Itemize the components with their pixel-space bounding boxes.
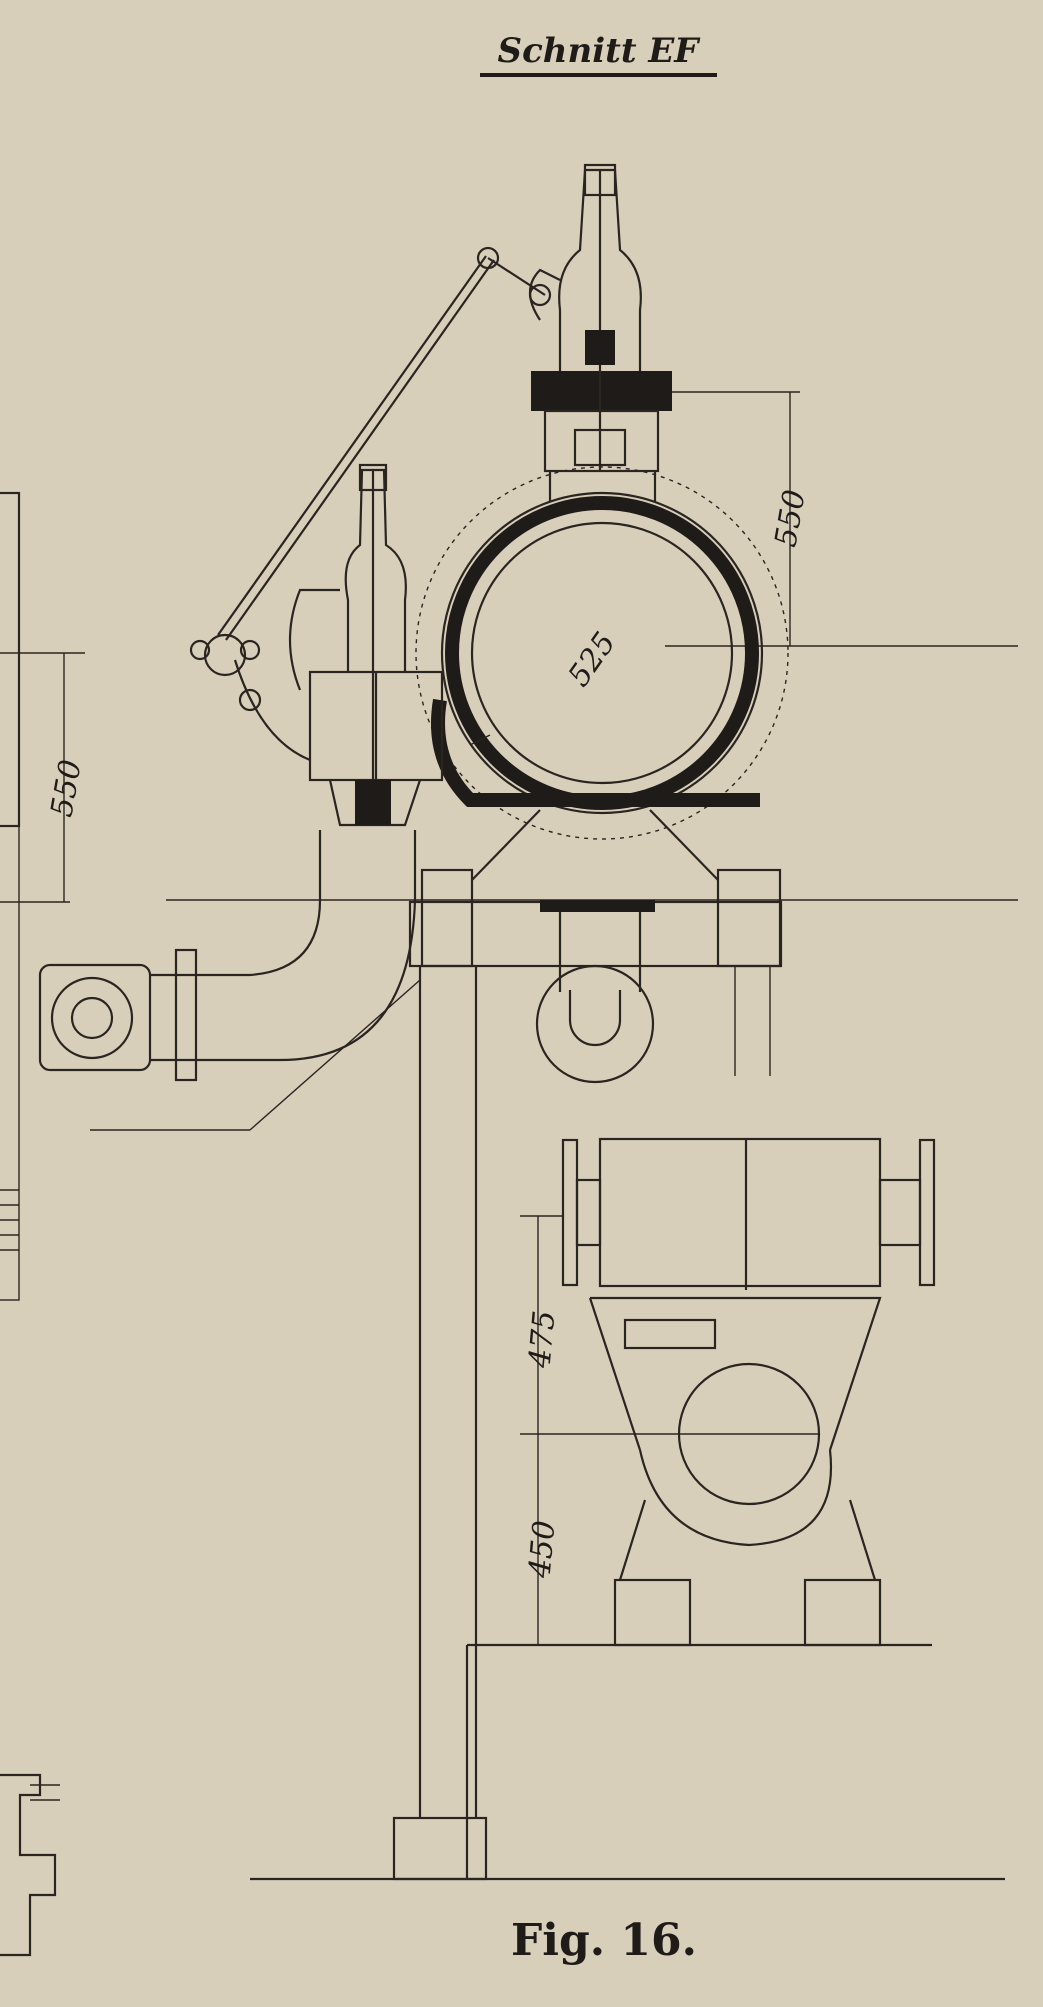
upper-valve — [528, 163, 672, 501]
main-cylinder: 525 — [415, 466, 789, 840]
cylinder-base — [408, 809, 783, 1084]
dimension-label: 475 — [523, 1309, 563, 1370]
pipe-elbow — [38, 830, 421, 1131]
dimension-left: 550 — [0, 653, 89, 903]
section-title: Schnitt EF — [498, 31, 702, 71]
support-column — [250, 966, 1005, 1881]
left-adjacent-view — [0, 491, 60, 1957]
diameter-label: 525 — [561, 626, 623, 693]
dimension-label: 450 — [523, 1519, 563, 1580]
figure-caption: Fig. 16. — [511, 1915, 697, 1966]
left-valve — [288, 463, 444, 827]
dimension-label: 550 — [44, 757, 88, 819]
lower-valve-housing — [561, 1137, 936, 1647]
lever-rod — [189, 246, 546, 762]
dimension-label: 550 — [768, 487, 812, 549]
dimension-lower: 475 450 — [520, 1215, 820, 1645]
